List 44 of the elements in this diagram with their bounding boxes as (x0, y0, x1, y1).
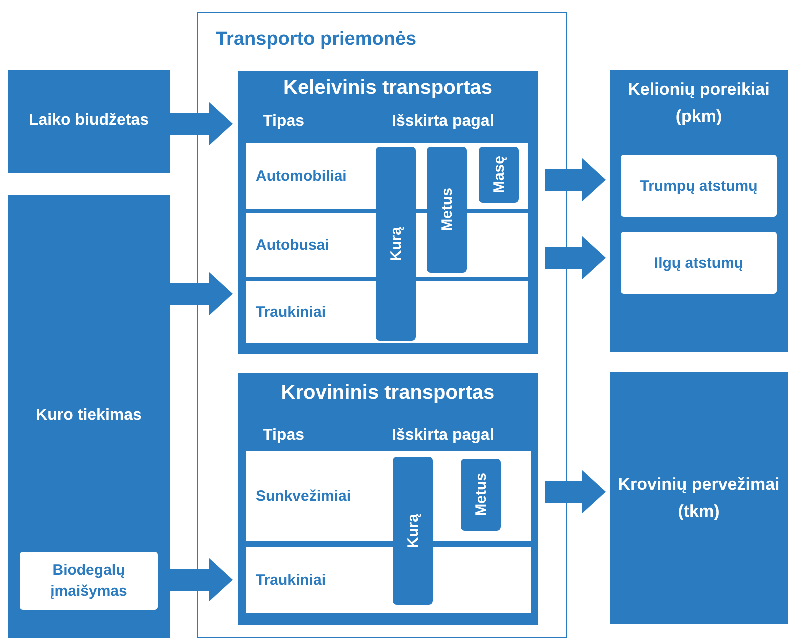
input-box (8, 195, 170, 638)
heading: Kelionių poreikiai (pkm) (627, 79, 771, 128)
block-arrow (545, 470, 606, 514)
output-box (621, 155, 777, 217)
attribute-label: Metus (472, 473, 490, 517)
attribute-bar (479, 147, 519, 203)
heading: Biodegalų įmaišymas (50, 561, 128, 602)
heading: Keleivinis transportas (282, 77, 494, 100)
output-panel (610, 372, 788, 624)
category-panel (238, 373, 538, 625)
heading: Traukiniai (256, 304, 326, 320)
column-header: Tipas (263, 427, 304, 445)
output-panel (610, 70, 788, 352)
attribute-bar (427, 147, 467, 273)
attribute-bar (461, 459, 501, 531)
heading: Transporto priemonės (216, 29, 417, 51)
attribute-bar (393, 457, 433, 605)
attribute-label: Metus (438, 188, 456, 232)
block-arrow (170, 272, 233, 316)
attribute-label: Kurą (388, 226, 404, 262)
attribute-label: Kurą (404, 514, 422, 548)
input-box (8, 70, 170, 173)
input-box (20, 552, 158, 610)
column-header: Tipas (263, 113, 304, 131)
section-frame (197, 12, 567, 638)
output-box (621, 232, 777, 294)
heading: Autobusai (256, 236, 330, 254)
heading: Ilgų atstumų (653, 254, 745, 274)
block-arrow (545, 158, 606, 202)
column-header: Išskirta pagal (392, 113, 494, 131)
heading: Traukiniai (256, 572, 326, 588)
heading: Krovininis transportas (280, 382, 496, 405)
category-panel (238, 71, 538, 354)
heading: Automobiliai (256, 168, 347, 184)
attribute-bar (376, 147, 416, 341)
heading: Laiko biudžetas (28, 111, 150, 132)
block-arrow (545, 236, 606, 280)
column-header: Išskirta pagal (392, 427, 494, 445)
block-arrow (170, 102, 233, 146)
heading: Krovinių pervežimai (tkm) (617, 474, 781, 523)
heading: Trumpų atstumų (639, 176, 759, 196)
attribute-label: Masę (490, 156, 508, 194)
heading: Kuro tiekimas (35, 406, 143, 426)
heading: Sunkvežimiai (256, 488, 352, 504)
